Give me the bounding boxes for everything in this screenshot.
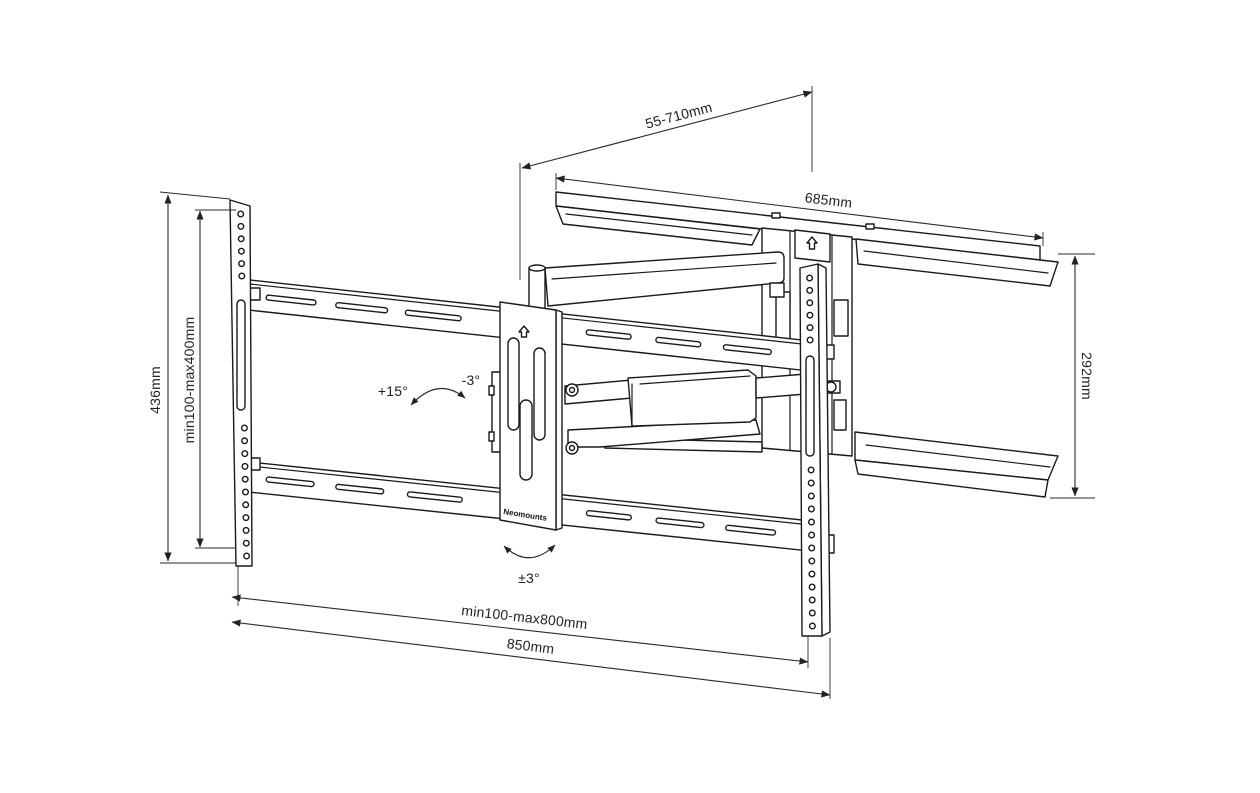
- arm-mounting-plate: Neomounts: [488, 301, 563, 531]
- mounting-hole: [806, 311, 814, 319]
- articulating-arm: [528, 251, 841, 455]
- mounting-hole: [808, 596, 816, 604]
- mounting-hole: [808, 622, 816, 630]
- mounting-hole: [808, 518, 816, 526]
- bracket-slot: [805, 355, 815, 457]
- upper-arm: [544, 251, 785, 307]
- mounting-hole: [807, 479, 815, 487]
- roll-label: ±3°: [518, 570, 540, 586]
- rail-slot: [585, 329, 632, 340]
- rail-slot: [265, 476, 315, 488]
- dimension-label: 850mm: [506, 635, 555, 657]
- mounting-hole: [806, 324, 814, 332]
- mounting-hole: [806, 299, 814, 307]
- mounting-hole: [808, 609, 816, 617]
- mounting-hole: [808, 531, 816, 539]
- tilt-indicator: +15° -3°: [378, 372, 481, 406]
- mounting-hole: [241, 462, 249, 470]
- mounting-hole: [806, 336, 814, 344]
- right-vertical-bracket: [799, 263, 835, 637]
- plate-slot: [533, 347, 546, 441]
- mounting-hole: [808, 570, 816, 578]
- mounting-hole: [807, 505, 815, 513]
- dimension-label: 292mm: [1079, 352, 1095, 400]
- mounting-hole: [242, 514, 250, 522]
- dimension-label: 685mm: [804, 189, 853, 211]
- dimension-rail-height: 292mm: [1050, 253, 1095, 499]
- up-arrow-icon: [518, 325, 530, 338]
- roll-indicator: ±3°: [503, 544, 556, 586]
- mounting-hole: [237, 222, 245, 230]
- dimension-bracket-width: 850mm: [231, 619, 831, 699]
- mounting-hole: [241, 437, 249, 445]
- mounting-hole: [237, 235, 245, 243]
- rail-slot: [404, 309, 462, 322]
- rail-slot: [406, 491, 463, 503]
- dimension-vesa-vertical: min100-max400mm: [181, 209, 236, 549]
- dimension-bracket-height: 436mm: [147, 191, 236, 564]
- mounting-hole: [807, 466, 815, 474]
- rail-slot: [655, 336, 702, 348]
- left-vertical-bracket: [229, 199, 261, 567]
- bracket-slot: [236, 299, 246, 411]
- tilt-up-label: +15°: [378, 383, 408, 399]
- rail-slot: [335, 483, 385, 495]
- rail-slot: [722, 344, 772, 356]
- dimension-rail-width: 685mm: [555, 173, 1044, 246]
- rail-slot: [265, 294, 317, 306]
- mounting-hole: [242, 501, 250, 509]
- rail-slot: [725, 524, 777, 536]
- mounting-hole: [240, 424, 248, 432]
- dimension-label: min100-max400mm: [181, 317, 197, 444]
- lower-arm: [564, 369, 841, 455]
- mounting-hole: [242, 526, 250, 534]
- mounting-hole: [241, 475, 249, 483]
- dimension-label: min100-max800mm: [461, 602, 589, 632]
- rail-slot: [585, 510, 632, 521]
- tilt-down-label: -3°: [462, 372, 481, 388]
- rail-slot: [655, 517, 705, 529]
- mounting-hole: [243, 552, 251, 560]
- mounting-hole: [238, 260, 246, 268]
- mounting-hole: [237, 210, 245, 218]
- mounting-hole: [806, 286, 814, 294]
- mounting-hole: [808, 583, 816, 591]
- mounting-hole: [808, 544, 816, 552]
- mounting-hole: [241, 450, 249, 458]
- mounting-hole: [238, 272, 246, 280]
- dimension-label: 436mm: [147, 366, 163, 414]
- mounting-hole: [806, 274, 814, 282]
- mounting-hole: [807, 492, 815, 500]
- rail-slot: [335, 301, 389, 314]
- plate-slot: [507, 337, 520, 431]
- mounting-hole: [237, 247, 245, 255]
- mounting-hole: [242, 539, 250, 547]
- pivot-post: [528, 264, 546, 311]
- plate-slot: [519, 399, 533, 481]
- mounting-hole: [808, 557, 816, 565]
- mounting-hole: [241, 488, 249, 496]
